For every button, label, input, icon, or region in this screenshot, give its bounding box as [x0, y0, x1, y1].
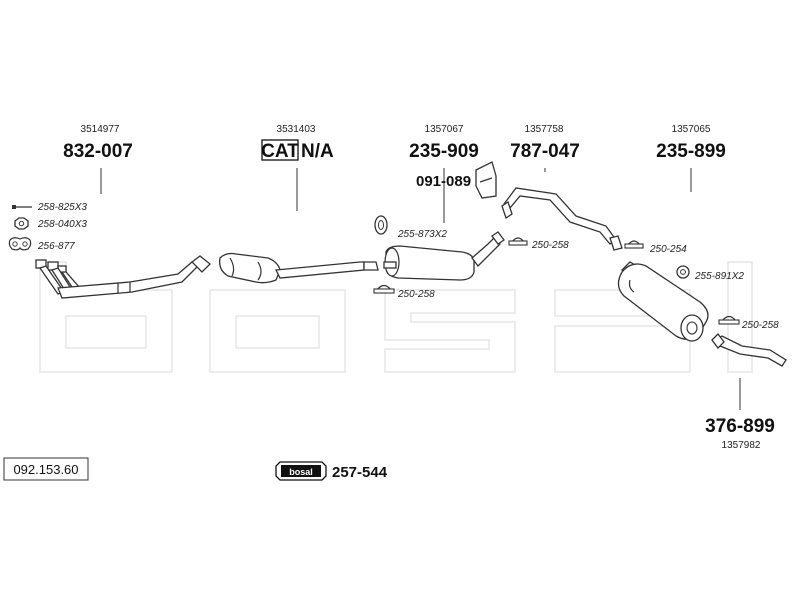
- mounting-kit-part-number[interactable]: 257-544: [332, 464, 388, 481]
- clamp-icon: [718, 315, 740, 325]
- middle-silencer-group: 1357067 235-909 091-089 255-873X2 250-25…: [373, 124, 569, 300]
- bolt-icon: [12, 205, 32, 209]
- catalyst-cat-box: [261, 139, 299, 161]
- intermediate-pipe-part-number[interactable]: 787-047: [510, 141, 580, 162]
- front-pipe-drawing: [35, 255, 211, 299]
- rubber-mount-rear-part[interactable]: 255-891X2: [694, 271, 744, 282]
- intermediate-pipe-drawing: [501, 187, 623, 251]
- rubber-mount-mid-part[interactable]: 255-873X2: [397, 229, 447, 240]
- front-pipe-part-number[interactable]: 832-007: [63, 141, 133, 162]
- clamp-icon: [508, 237, 528, 246]
- reference-number-box: 092.153.60: [3, 457, 89, 481]
- middle-silencer-part-number[interactable]: 235-909: [409, 141, 479, 162]
- middle-silencer-oem: 1357067: [425, 124, 464, 135]
- nut-icon: [14, 217, 29, 230]
- gasket-icon: [8, 237, 32, 251]
- intermediate-pipe-group: 1357758 787-047: [501, 124, 623, 251]
- catalyst-drawing: [219, 252, 379, 284]
- tail-pipe-oem: 1357982: [722, 440, 761, 451]
- rubber-mount-icon: [676, 265, 690, 279]
- front-pipe-group: 3514977 832-007 258-825X3 258-040X3 256-…: [8, 124, 211, 299]
- catalyst-part-suffix[interactable]: N/A: [301, 141, 334, 162]
- clamp-rear-front-part[interactable]: 250-254: [649, 244, 687, 255]
- bosal-logo: bosal: [275, 461, 327, 481]
- clamp-mid-lower-part[interactable]: 250-258: [397, 289, 435, 300]
- front-pipe-oem: 3514977: [81, 124, 120, 135]
- bolt-part[interactable]: 258-825X3: [37, 202, 87, 213]
- bosal-logo-text: bosal: [289, 467, 313, 477]
- catalyst-oem: 3531403: [277, 124, 316, 135]
- tail-pipe-part-number[interactable]: 376-899: [705, 416, 775, 437]
- bracket-icon: [475, 161, 497, 199]
- clamp-mid-upper-part[interactable]: 250-258: [531, 240, 569, 251]
- rear-silencer-drawing: [617, 261, 709, 342]
- clamp-icon: [373, 284, 395, 294]
- rear-silencer-oem: 1357065: [672, 124, 711, 135]
- rear-silencer-part-number[interactable]: 235-899: [656, 141, 726, 162]
- tail-pipe-group: 376-899 1357982: [705, 333, 787, 451]
- bracket-part-number[interactable]: 091-089: [416, 173, 471, 190]
- clamp-rear-part[interactable]: 250-258: [741, 320, 779, 331]
- intermediate-pipe-oem: 1357758: [525, 124, 564, 135]
- clamp-icon: [624, 240, 644, 249]
- nut-part[interactable]: 258-040X3: [37, 219, 87, 230]
- catalyst-cat-label[interactable]: CAT: [261, 141, 299, 162]
- rear-silencer-group: 1357065 235-899 250-254 255-891X2 250-25…: [617, 124, 779, 342]
- rubber-mount-icon: [374, 215, 388, 235]
- reference-number[interactable]: 092.153.60: [13, 462, 78, 477]
- catalyst-group: 3531403 CAT N/A: [219, 124, 379, 284]
- middle-silencer-drawing: [383, 231, 505, 281]
- gasket-part[interactable]: 256-877: [37, 241, 75, 252]
- mounting-kit-group: bosal 257-544: [275, 461, 388, 481]
- tail-pipe-drawing: [711, 333, 787, 367]
